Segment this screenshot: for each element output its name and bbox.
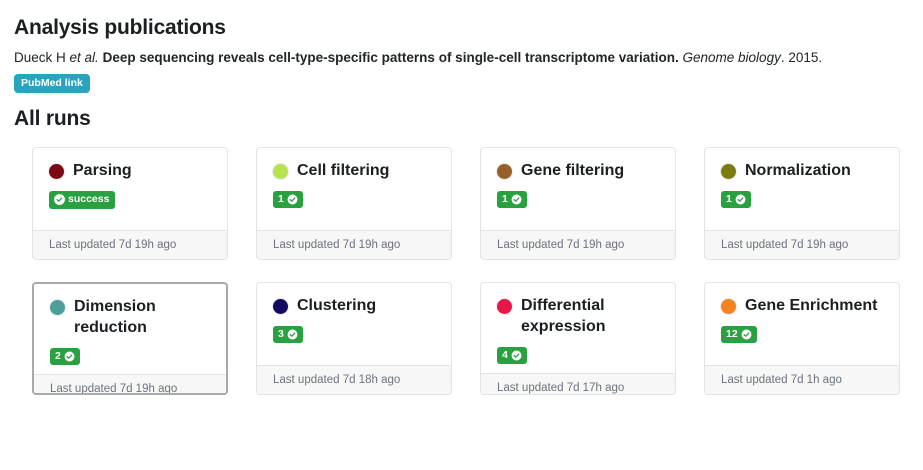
run-status-badge[interactable]: 1 <box>721 191 751 209</box>
run-card-heading: Parsing <box>49 161 215 182</box>
run-card-heading: Dimension reduction <box>50 297 214 339</box>
run-card-footer: Last updated 7d 17h ago <box>481 372 675 395</box>
run-status-badge-label: 2 <box>55 350 61 363</box>
run-badge-row: success <box>49 190 215 209</box>
run-card-body: Normalization 1 <box>705 148 899 230</box>
run-card-body: Dimension reduction 2 <box>34 284 226 374</box>
run-card[interactable]: Parsing success Last updated 7d 19h ago <box>32 147 228 261</box>
run-badge-row: 1 <box>497 191 663 209</box>
run-card-name: Gene Enrichment <box>745 297 878 315</box>
run-status-badge[interactable]: 4 <box>497 346 527 364</box>
run-status-badge-label: 12 <box>726 328 738 341</box>
run-card-name: Clustering <box>297 297 377 315</box>
publication-authors: Dueck H <box>14 50 70 65</box>
publication-entry: Dueck H et al. Deep sequencing reveals c… <box>0 40 923 68</box>
run-card-heading: Clustering <box>273 296 439 317</box>
publication-etal: et al. <box>69 50 99 65</box>
run-card-name: Cell filtering <box>297 162 390 180</box>
run-card-body: Differential expression 4 <box>481 283 675 373</box>
check-circle-icon <box>511 194 522 205</box>
check-circle-icon <box>511 350 522 361</box>
run-color-dot-icon <box>49 164 64 180</box>
run-color-dot-icon <box>497 164 512 180</box>
run-badge-row: 12 <box>721 326 887 344</box>
run-card-footer: Last updated 7d 19h ago <box>481 230 675 260</box>
publication-title: Deep sequencing reveals cell-type-specif… <box>98 50 679 65</box>
publication-journal: Genome biology <box>678 50 781 65</box>
run-status-badge-label: 1 <box>726 193 732 206</box>
run-card-heading: Gene Enrichment <box>721 296 887 317</box>
all-runs-section-title: All runs <box>14 107 91 131</box>
check-circle-icon <box>54 193 65 205</box>
run-card[interactable]: Normalization 1 Last updated 7d 19h ago <box>704 147 900 261</box>
run-card-name: Dimension reduction <box>74 298 156 336</box>
run-card-footer: Last updated 7d 19h ago <box>705 230 899 260</box>
run-status-badge[interactable]: 12 <box>721 326 757 344</box>
run-card-name: Differential expression <box>521 297 606 335</box>
run-card-footer: Last updated 7d 19h ago <box>34 373 226 394</box>
run-status-badge[interactable]: 2 <box>50 347 80 365</box>
run-card[interactable]: Cell filtering 1 Last updated 7d 19h ago <box>256 147 452 261</box>
run-status-badge-label: 1 <box>502 193 508 206</box>
run-card[interactable]: Dimension reduction 2 Last updated 7d 19… <box>32 282 228 396</box>
run-badge-row: 3 <box>273 326 439 344</box>
run-status-badge-label: 4 <box>502 349 508 362</box>
run-color-dot-icon <box>273 299 288 315</box>
run-card-body: Cell filtering 1 <box>257 148 451 230</box>
run-card-heading: Gene filtering <box>497 161 663 182</box>
run-status-badge[interactable]: success <box>49 190 116 209</box>
run-badge-row: 2 <box>50 347 214 366</box>
run-card[interactable]: Differential expression 4 Last updated 7… <box>480 282 676 396</box>
run-color-dot-icon <box>273 164 288 180</box>
run-badge-row: 1 <box>273 191 439 209</box>
run-color-dot-icon <box>497 299 512 315</box>
run-card-footer: Last updated 7d 18h ago <box>257 365 451 395</box>
run-card-body: Gene filtering 1 <box>481 148 675 230</box>
run-card-body: Gene Enrichment 12 <box>705 283 899 365</box>
run-card-name: Gene filtering <box>521 162 625 180</box>
run-card-name: Parsing <box>73 162 132 180</box>
check-circle-icon <box>287 194 298 205</box>
check-circle-icon <box>64 351 75 362</box>
run-status-badge[interactable]: 1 <box>497 191 527 209</box>
pubmed-link-badge[interactable]: PubMed link <box>14 73 90 94</box>
run-card-body: Clustering 3 <box>257 283 451 365</box>
run-status-badge[interactable]: 1 <box>273 191 303 209</box>
run-card-footer: Last updated 7d 19h ago <box>33 230 227 260</box>
run-color-dot-icon <box>50 300 65 316</box>
run-color-dot-icon <box>721 299 736 315</box>
run-card-heading: Normalization <box>721 161 887 182</box>
check-circle-icon <box>741 329 752 340</box>
run-color-dot-icon <box>721 164 736 180</box>
run-status-badge-label: 1 <box>278 193 284 206</box>
run-badge-row: 4 <box>497 346 663 365</box>
run-card-footer: Last updated 7d 1h ago <box>705 365 899 395</box>
run-card-body: Parsing success <box>33 148 227 230</box>
run-status-badge-label: 3 <box>278 328 284 341</box>
runs-card-grid: Parsing success Last updated 7d 19h ago … <box>0 131 923 396</box>
run-status-badge[interactable]: 3 <box>273 326 303 344</box>
run-card-heading: Differential expression <box>497 296 663 338</box>
run-card-name: Normalization <box>745 162 851 180</box>
run-badge-row: 1 <box>721 191 887 209</box>
run-card[interactable]: Clustering 3 Last updated 7d 18h ago <box>256 282 452 396</box>
run-status-badge-label: success <box>68 193 110 206</box>
run-card-heading: Cell filtering <box>273 161 439 182</box>
run-card-footer: Last updated 7d 19h ago <box>257 230 451 260</box>
publication-year: . 2015. <box>780 50 823 65</box>
publications-section-title: Analysis publications <box>14 16 226 39</box>
check-circle-icon <box>735 194 746 205</box>
check-circle-icon <box>287 329 298 340</box>
run-card[interactable]: Gene Enrichment 12 Last updated 7d 1h ag… <box>704 282 900 396</box>
run-card[interactable]: Gene filtering 1 Last updated 7d 19h ago <box>480 147 676 261</box>
